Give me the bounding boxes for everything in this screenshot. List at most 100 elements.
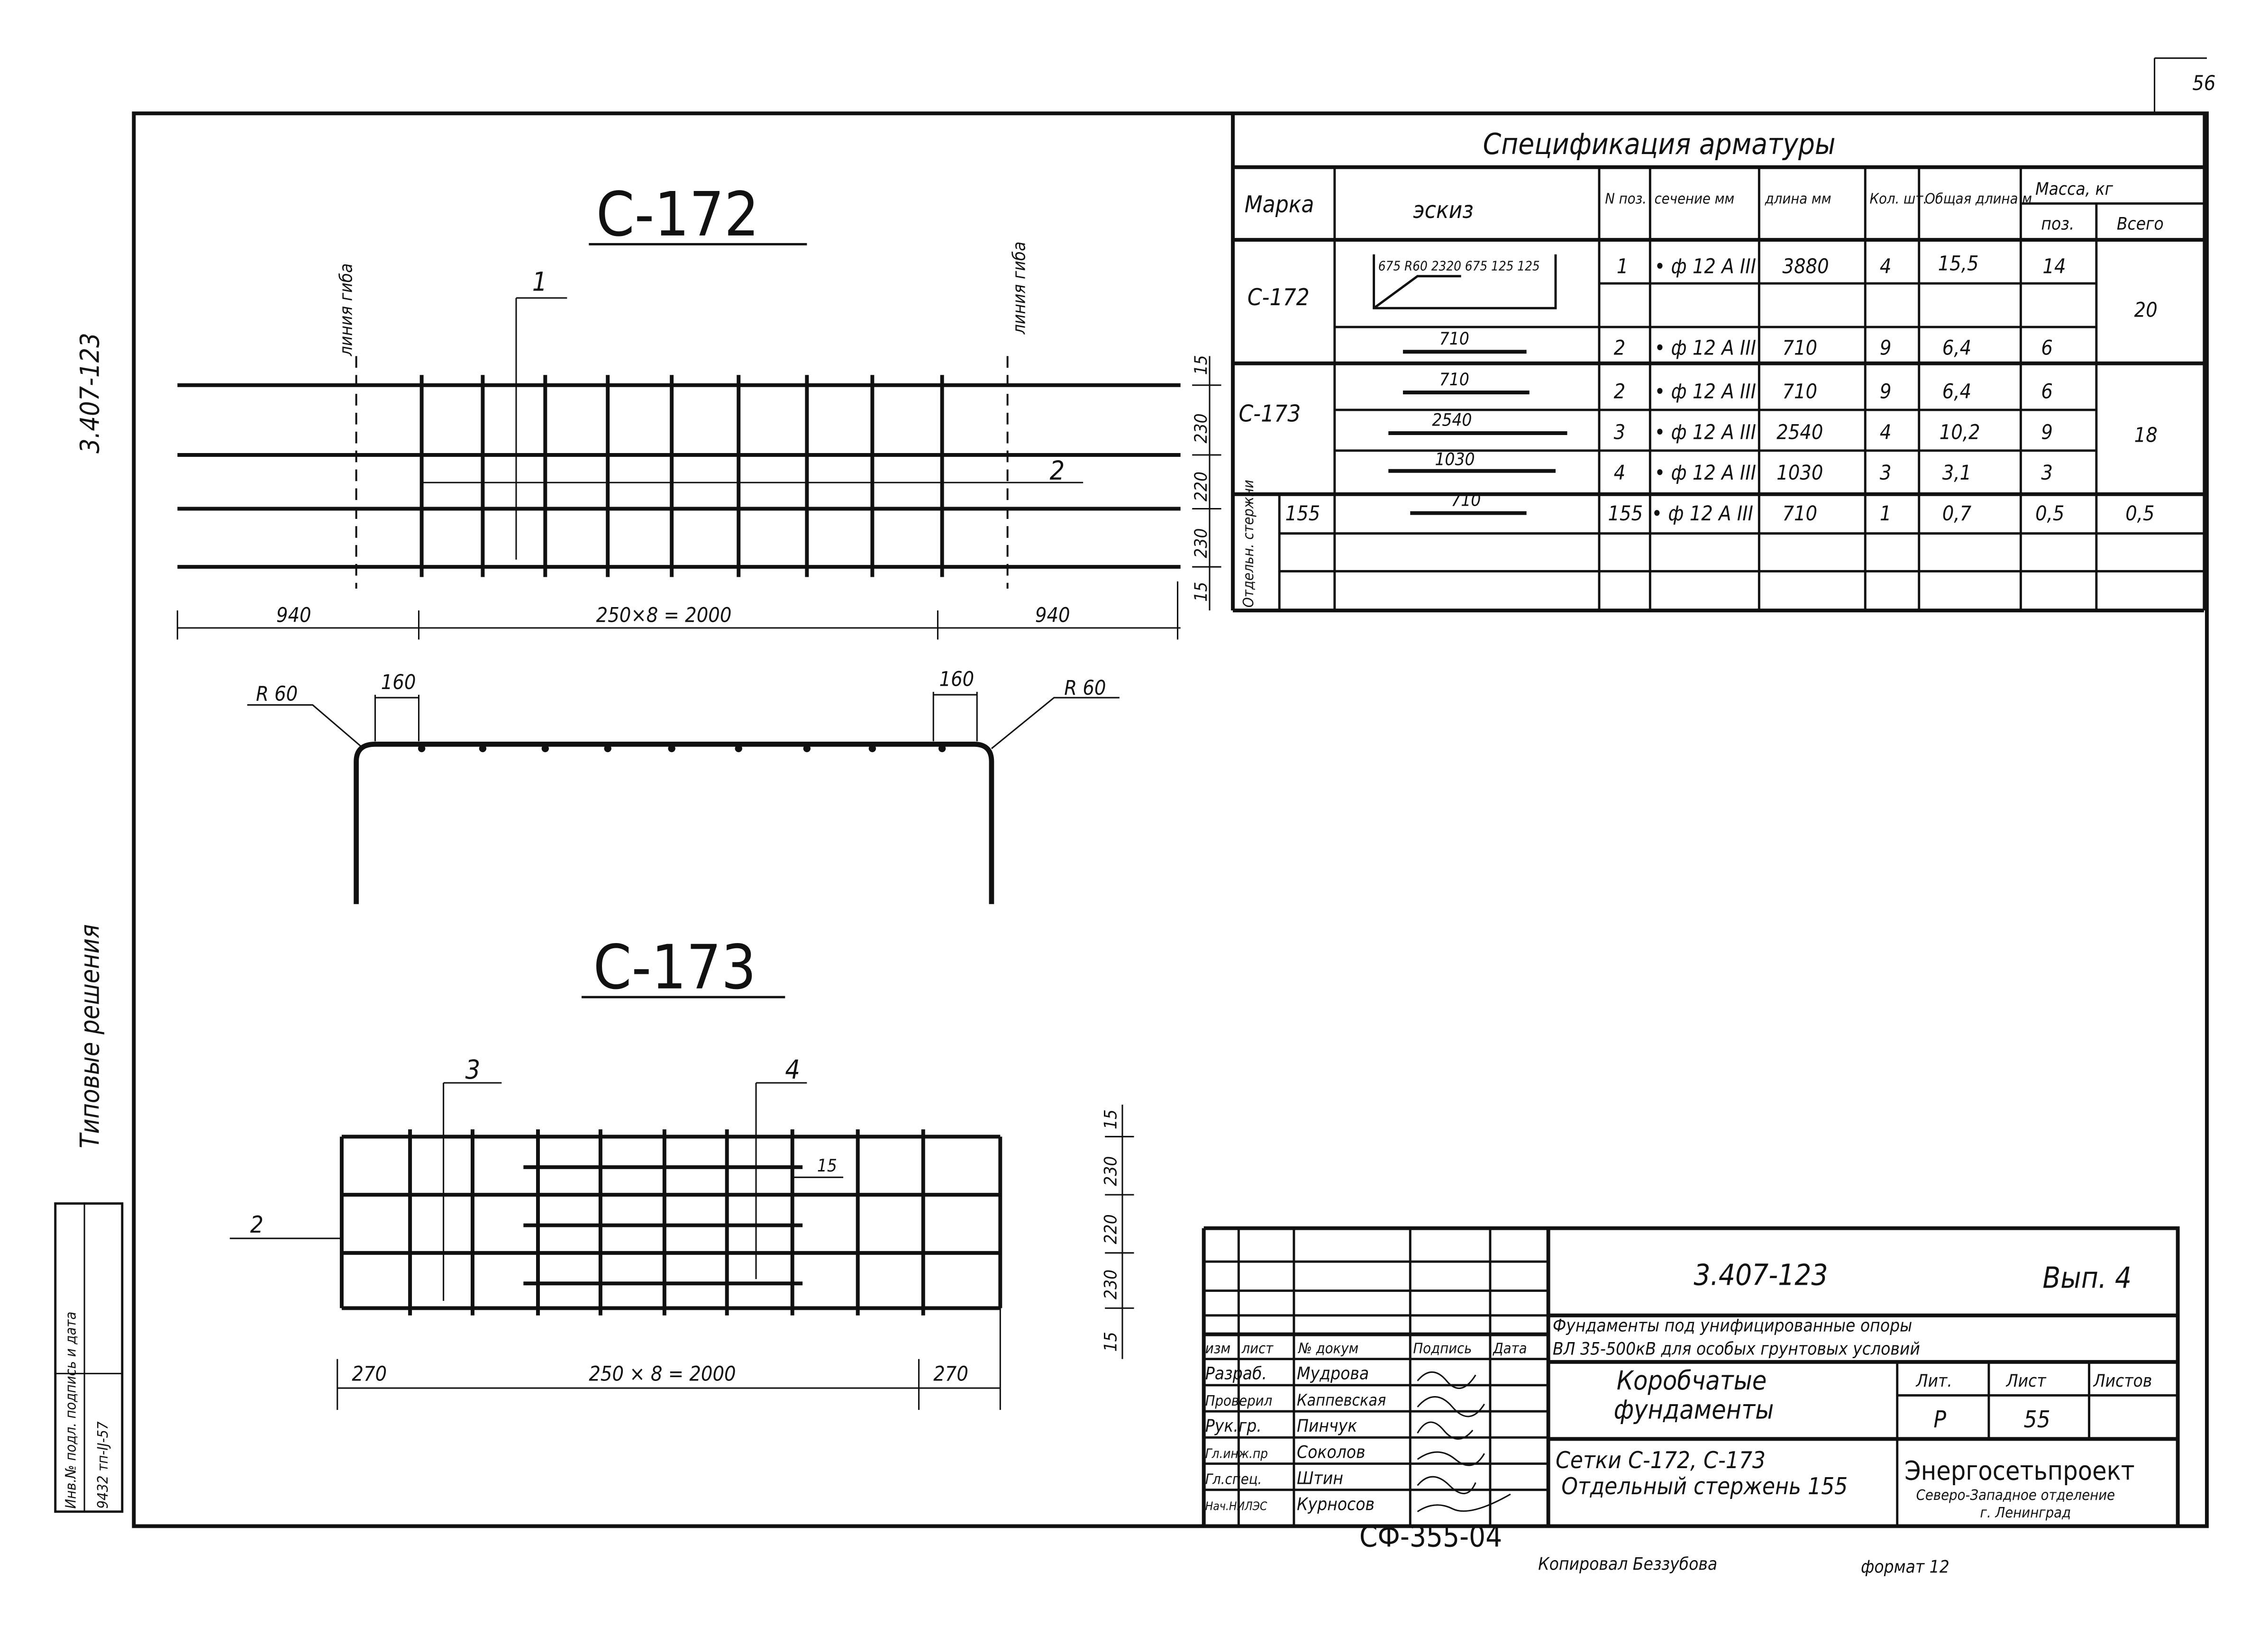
copied-by: Копировал Беззубова: [1538, 1553, 1717, 1574]
spec-rows-1-mass-pos: 6: [2041, 336, 2053, 360]
title-block-people-0-0: Разраб.: [1205, 1363, 1267, 1384]
dim-940-left: 940: [276, 604, 311, 627]
title-block-people-0-1: Мудрова: [1297, 1363, 1369, 1384]
c172-title: С-172: [596, 179, 759, 250]
sheet-frame: [132, 111, 2209, 1528]
spec-rows-2-qty: 9: [1880, 380, 1892, 403]
spec-rows-3-section: • ф 12 A III: [1655, 420, 1757, 444]
spec-headers-pos: N поз.: [1605, 191, 1647, 207]
title-block-issue: Вып. 4: [2042, 1261, 2131, 1295]
spec-rows-1-sketch: 710: [1439, 328, 1469, 349]
title-block-sheet-label: Лист: [2006, 1371, 2047, 1391]
c173-title: С-173: [593, 932, 756, 1003]
spec-rows-5-mark: 155: [1285, 502, 1320, 526]
spec-rows-0-mark: С-172: [1248, 283, 1310, 311]
title-block-org-1: Северо-Западное отделение: [1916, 1487, 2115, 1504]
title-block-sheet: 55: [2024, 1406, 2050, 1433]
spec-headers-mass: Масса, кг: [2035, 179, 2113, 199]
spec-rows-3-total-len: 10,2: [1940, 420, 1980, 444]
drawing-172-bend-r-right: R 60: [1064, 676, 1106, 700]
spec-rows-4-mass-pos: 3: [2041, 461, 2053, 485]
spec-headers-mark: Марка: [1245, 191, 1314, 218]
title-block-lit: Р: [1933, 1406, 1946, 1433]
title-block-people-3-1: Соколов: [1297, 1442, 1366, 1462]
spec-rows-0-length: 3880: [1782, 255, 1829, 279]
title-block-cols-0: изм: [1205, 1340, 1230, 1357]
margin-stamp: [54, 1202, 124, 1513]
spec-rows-2-pos: 2: [1614, 380, 1626, 403]
spec-rows-5-length: 710: [1782, 502, 1817, 526]
spec-table: Спецификация арматуры Марка эскиз N поз.…: [1231, 113, 2205, 613]
spec-rows-2-mark: С-173: [1239, 399, 1301, 427]
drawing-172-dims-v-0: 15: [1191, 355, 1211, 375]
guide-label-left: линия гиба: [336, 263, 356, 357]
spec-rows-4-sketch: 1030: [1435, 449, 1475, 469]
spec-rows-4-total-len: 3,1: [1942, 461, 1971, 485]
spec-rows-2-sketch: 710: [1439, 369, 1469, 390]
title-block-project-1: ВЛ 35-500кВ для особых грунтовых условий: [1553, 1339, 1920, 1359]
pos-3-label: 3: [465, 1055, 481, 1085]
drawing-173-dim-left: 270: [352, 1362, 387, 1386]
title-block-people-3-0: Гл.инж.пр: [1205, 1445, 1268, 1461]
title-block-sheets-label: Листов: [2093, 1371, 2152, 1391]
spec-rows-0-pos: 1: [1617, 255, 1629, 279]
drawing-173-dims-v-0: 15: [1101, 1109, 1121, 1129]
spec-rows-5-pos: 155: [1608, 502, 1643, 526]
spec-rows-1-pos: 2: [1614, 336, 1626, 360]
margin-series: Типовые решения: [75, 924, 106, 1148]
drawing-c173: С-173 3 4 2 15 270 250 × 8 = 2000 270 15…: [229, 932, 1134, 1410]
signatures: [1417, 1371, 1511, 1513]
spec-rows-5-section: • ф 12 A III: [1651, 502, 1753, 526]
title-block-people-1-0: Проверил: [1205, 1393, 1272, 1409]
spec-rows-0-qty: 4: [1880, 255, 1892, 279]
title-block-sheet-title-1: Отдельный стержень 155: [1561, 1472, 1848, 1500]
spec-rows-0-total-len: 15,5: [1938, 252, 1979, 275]
stamp-label: Инв.№ подл. подпись и дата: [63, 1312, 80, 1509]
title-block-people-4-1: Штин: [1297, 1468, 1343, 1488]
pos-1-label: 1: [532, 267, 547, 297]
spec-headers-length: длина мм: [1765, 191, 1831, 207]
drawing-173-dim-mid: 250 × 8 = 2000: [589, 1362, 736, 1386]
spec-headers-total-len: Общая длина м: [1925, 191, 2032, 207]
spec-title: Спецификация арматуры: [1483, 127, 1836, 161]
spec-rows-4-pos: 4: [1614, 461, 1626, 485]
drawing-173-dims-v-3: 230: [1101, 1270, 1121, 1299]
margin-code: 3.407-123: [75, 333, 106, 454]
title-block-people-2-1: Пинчук: [1297, 1416, 1357, 1436]
title-block-cols-4: Дата: [1493, 1340, 1527, 1357]
format-label: формат 12: [1861, 1557, 1949, 1577]
drawing-172-bend-160-right: 160: [939, 668, 975, 691]
spec-rows-1-qty: 9: [1880, 336, 1892, 360]
drawing-c172: С-172 линия гиба линия гиба 1 2 940 250×…: [176, 179, 1221, 904]
pos-4-label: 4: [785, 1055, 800, 1085]
spec-rows-1-total-len: 6,4: [1942, 336, 1971, 360]
spec-rows-2-section: • ф 12 A III: [1655, 380, 1757, 403]
spec-headers-qty: Кол. шт.: [1869, 191, 1927, 207]
doc-code: 3.407-123: [1694, 1258, 1828, 1292]
drawing-173-dims-v-4: 15: [1101, 1332, 1121, 1352]
drawing-173-gap: 15: [817, 1155, 837, 1176]
spec-totals-r155: 0,5: [2125, 502, 2154, 526]
spec-rows-2-mass-pos: 6: [2041, 380, 2053, 403]
title-block-people-1-1: Каппевская: [1297, 1391, 1386, 1409]
spec-headers-mass-total: Всего: [2117, 214, 2164, 234]
guide-label-right: линия гиба: [1009, 242, 1029, 335]
title-block-people-5-1: Курносов: [1297, 1494, 1375, 1515]
spec-rows-1-length: 710: [1782, 336, 1817, 360]
spec-rows-5-sketch: 710: [1451, 490, 1481, 510]
spec-headers-section: сечение мм: [1655, 191, 1735, 207]
title-block-org-2: г. Ленинград: [1980, 1505, 2071, 1521]
spec-rows-5-qty: 1: [1880, 502, 1892, 526]
page-number: 56: [2192, 72, 2215, 95]
spec-rows-0-mass-pos: 14: [2042, 255, 2066, 279]
spec-rows-4-length: 1030: [1776, 461, 1823, 485]
drawing-173-dims-v-2: 220: [1101, 1214, 1121, 1244]
spec-headers-mass-pos: поз.: [2041, 214, 2074, 234]
spec-rows-1-section: • ф 12 A III: [1655, 336, 1757, 360]
c172-bent-profile: [354, 741, 994, 904]
pos-2-173-label: 2: [250, 1211, 264, 1238]
spec-rows-2-total-len: 6,4: [1942, 380, 1971, 403]
title-block-sheet-title-0: Сетки С-172, С-173: [1556, 1446, 1766, 1474]
title-block-lit-label: Лит.: [1916, 1371, 1952, 1391]
spec-rows-2-length: 710: [1782, 380, 1817, 403]
